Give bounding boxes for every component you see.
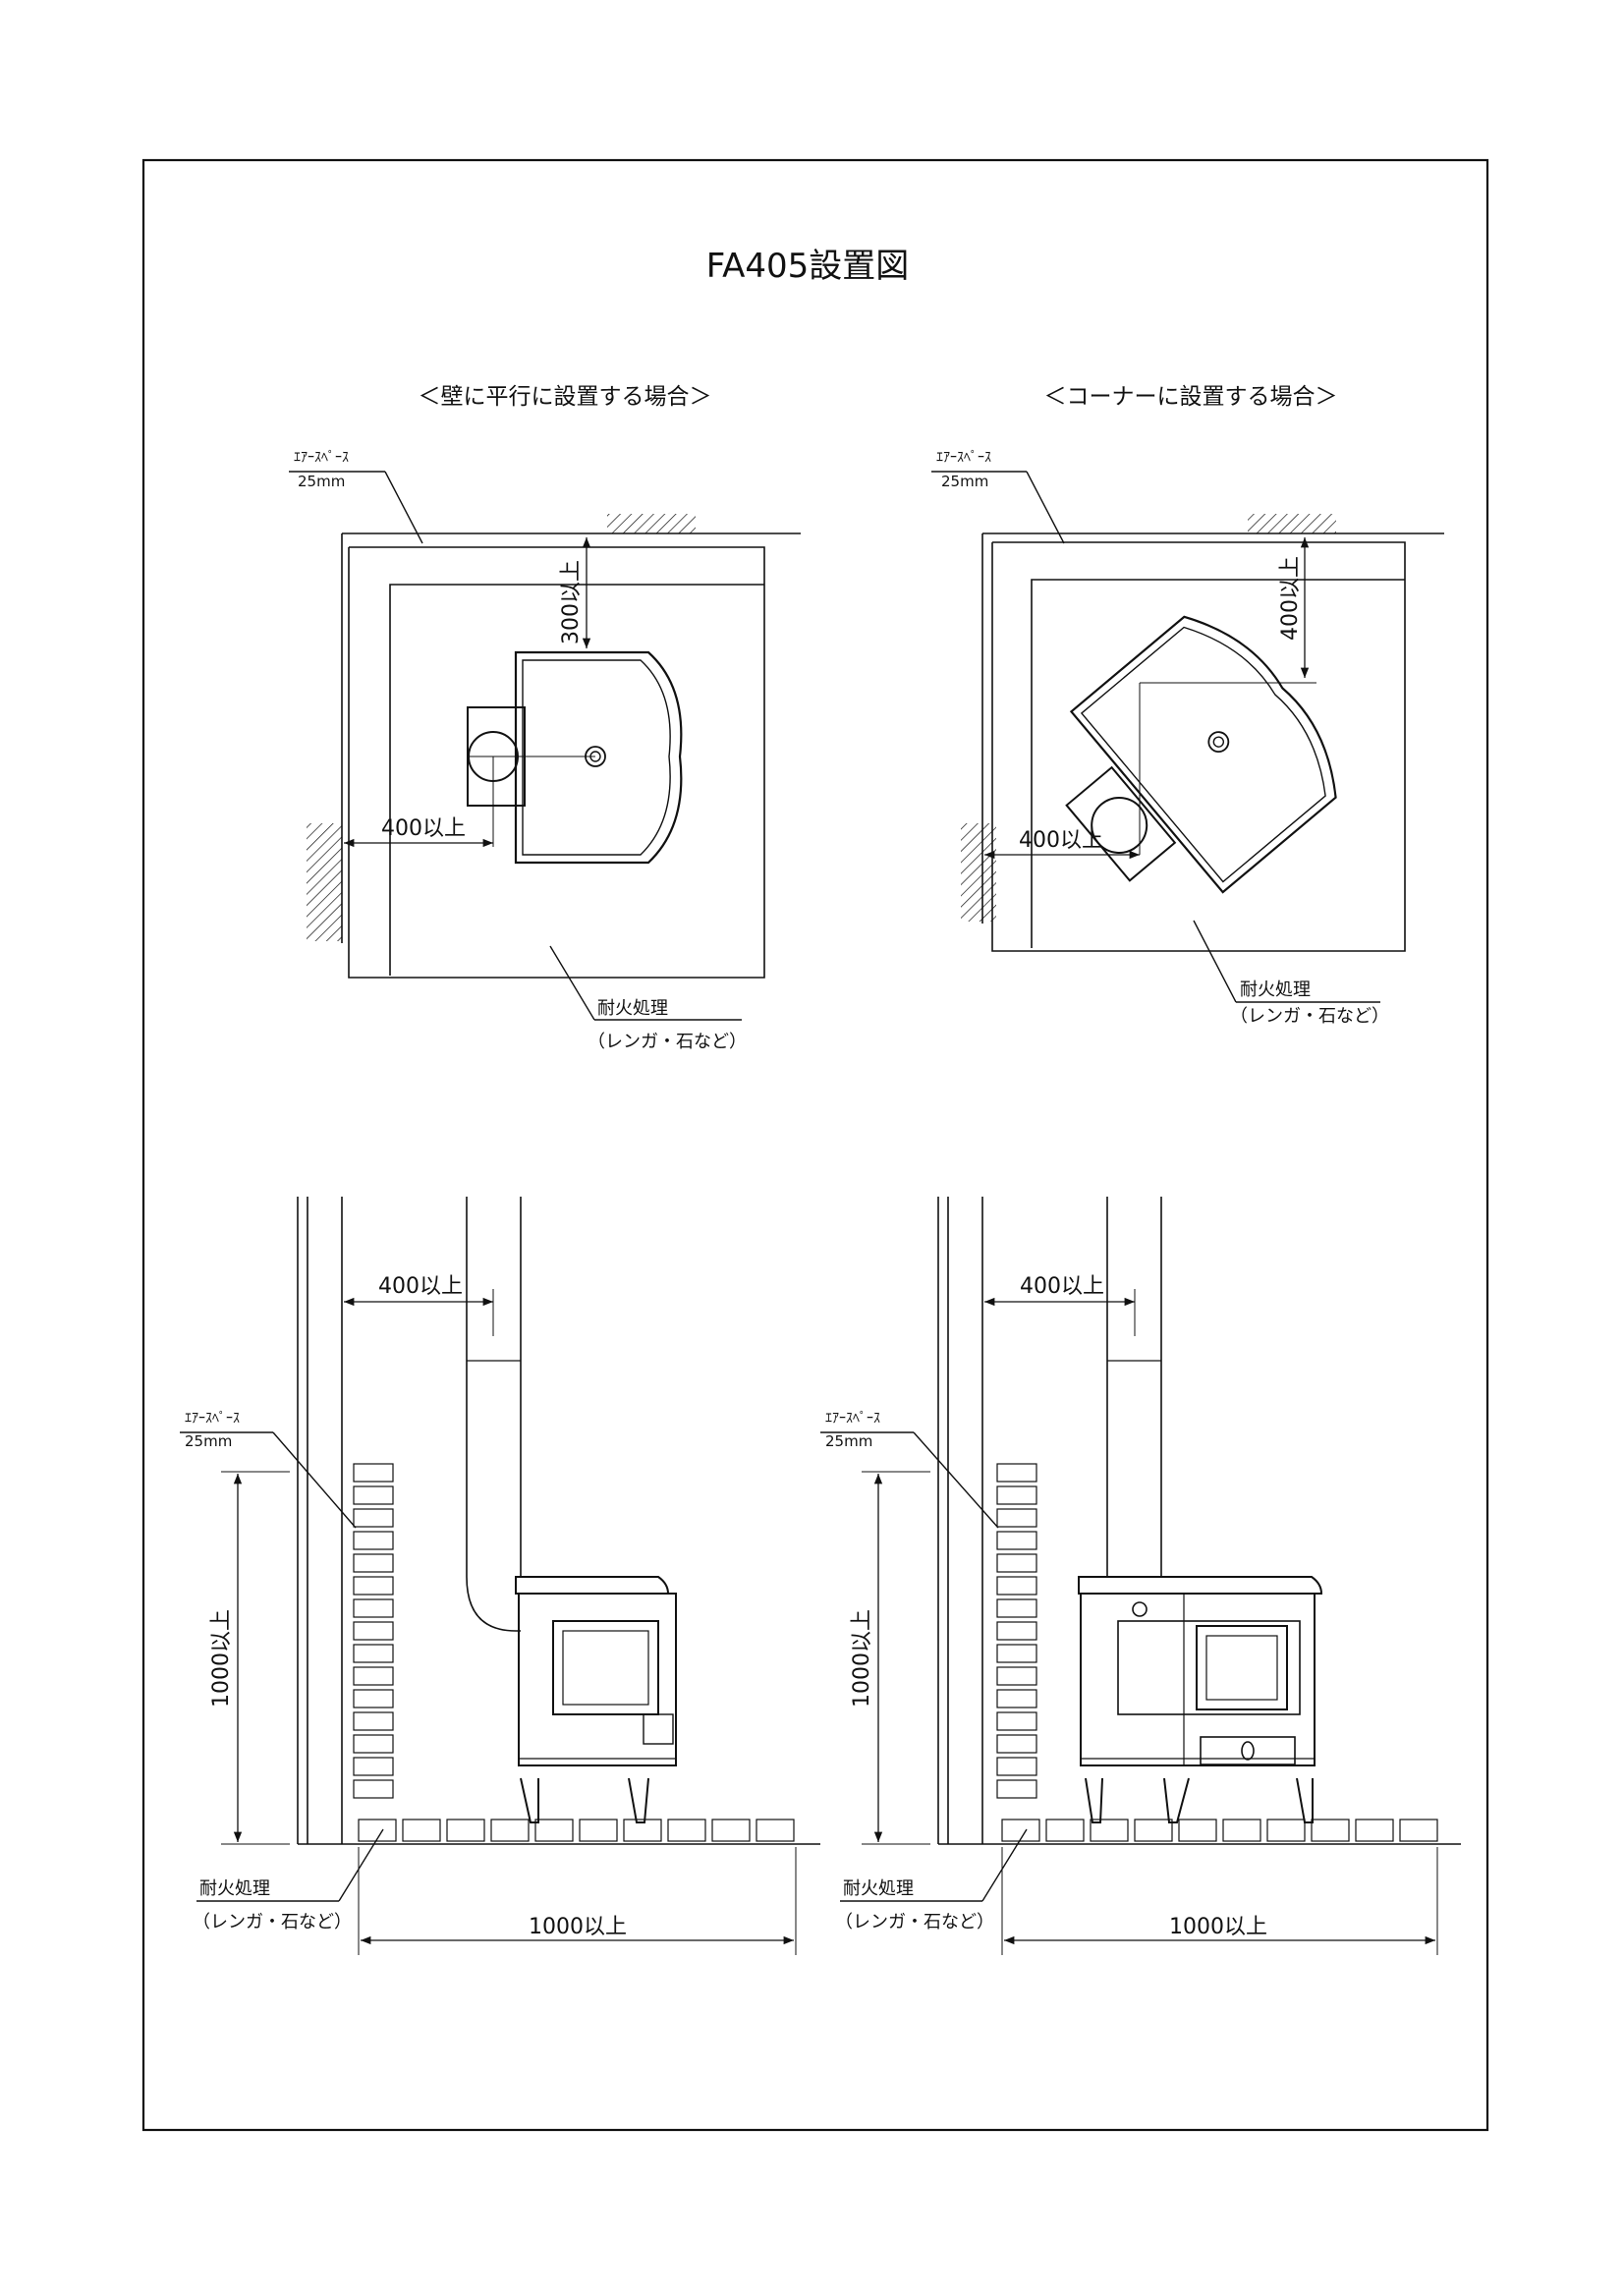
fireproof-note: （レンガ・石など）	[193, 1912, 352, 1932]
stove-plan-outline	[514, 650, 683, 865]
brick-column	[353, 1463, 394, 1799]
plan-corner: ＜コーナーに設置する場合＞ ｴｱｰｽﾍﾟｰｽ 25mm 400以上 400以上 …	[931, 384, 1444, 1027]
plan-parallel-heading: ＜壁に平行に設置する場合＞	[419, 384, 712, 410]
stove-front-view	[1078, 1576, 1323, 1823]
fireproof-label: 耐火処理	[597, 998, 668, 1019]
elevation-side: 400以上 ｴｱｰｽﾍﾟｰｽ 25mm 1000以上 耐火処理 （レンガ・石など…	[180, 1197, 820, 1955]
sheet-frame	[141, 158, 1489, 2132]
air-space-label: ｴｱｰｽﾍﾟｰｽ	[936, 450, 991, 466]
air-space-value: 25mm	[941, 473, 988, 490]
side-wall-hatch	[307, 823, 342, 941]
top-clearance-dim: 400以上	[1020, 1274, 1104, 1299]
air-space-label: ｴｱｰｽﾍﾟｰｽ	[185, 1411, 240, 1427]
stove-side-view	[515, 1576, 677, 1823]
fireproof-note: （レンガ・石など）	[588, 1032, 747, 1052]
air-space-label: ｴｱｰｽﾍﾟｰｽ	[825, 1411, 880, 1427]
air-space-outline	[1031, 579, 1405, 948]
air-space-value: 25mm	[298, 473, 345, 490]
fireproof-area-outline	[348, 546, 765, 979]
height-clearance-dim: 1000以上	[850, 1609, 874, 1708]
rear-wall-hatch	[1248, 514, 1336, 533]
brick-column	[996, 1463, 1037, 1799]
plan-corner-heading: ＜コーナーに設置する場合＞	[1044, 384, 1338, 410]
elevation-front: 400以上 ｴｱｰｽﾍﾟｰｽ 25mm 1000以上 耐火処理 （レンガ・石など…	[820, 1197, 1461, 1955]
floor-bricks	[1001, 1819, 1438, 1842]
fireproof-area-outline	[991, 541, 1406, 952]
plan-parallel: ＜壁に平行に設置する場合＞ ｴｱｰｽﾍﾟｰｽ 25mm 300以上 400以上 …	[289, 384, 801, 1052]
fireproof-note: （レンガ・石など）	[835, 1912, 994, 1932]
stove-plan-rotated	[1065, 615, 1337, 894]
rear-clearance-dim: 300以上	[559, 560, 584, 644]
rear-clearance-dim: 400以上	[1278, 556, 1303, 641]
fireproof-label: 耐火処理	[843, 1878, 914, 1899]
fireproof-note: （レンガ・石など）	[1230, 1006, 1389, 1027]
air-space-value: 25mm	[825, 1432, 872, 1450]
page-title: FA405設置図	[706, 247, 910, 286]
fireproof-label: 耐火処理	[199, 1878, 270, 1899]
floor-clearance-dim: 1000以上	[1169, 1915, 1267, 1939]
floor-clearance-dim: 1000以上	[529, 1915, 627, 1939]
top-clearance-dim: 400以上	[378, 1274, 463, 1299]
height-clearance-dim: 1000以上	[209, 1609, 234, 1708]
fireproof-label: 耐火処理	[1240, 980, 1311, 1000]
side-clearance-dim: 400以上	[1019, 828, 1103, 853]
air-space-value: 25mm	[185, 1432, 232, 1450]
air-space-label: ｴｱｰｽﾍﾟｰｽ	[294, 450, 349, 466]
floor-bricks	[358, 1819, 795, 1842]
side-wall-hatch	[961, 823, 996, 922]
side-clearance-dim: 400以上	[381, 816, 466, 841]
rear-wall-hatch	[607, 514, 696, 533]
